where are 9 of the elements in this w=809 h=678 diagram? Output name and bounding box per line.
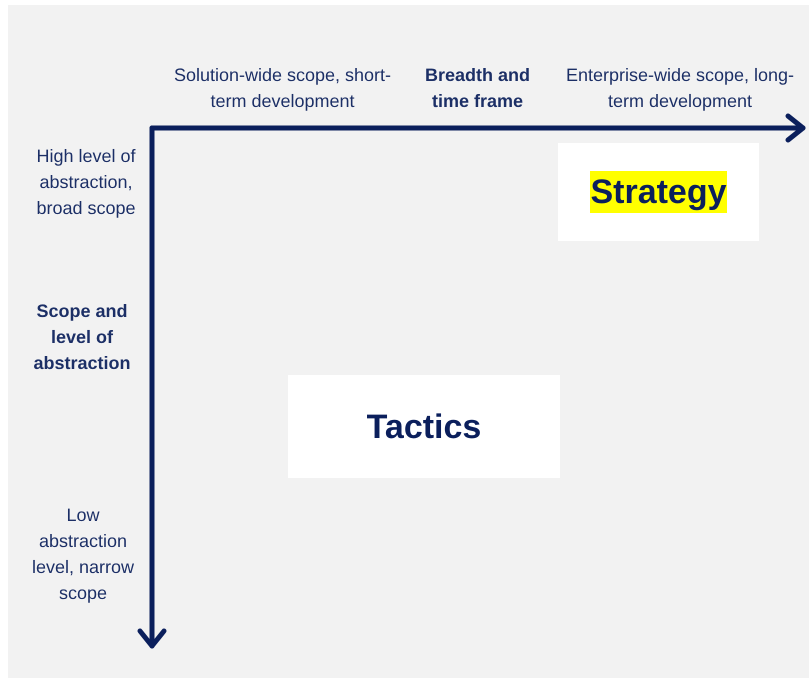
axis-end-label: Low abstraction level, narrow scope bbox=[30, 504, 136, 605]
label-box bbox=[558, 143, 759, 241]
axis-title: Scope and level of abstraction bbox=[32, 300, 132, 375]
highlighted-title: Strategy bbox=[590, 171, 727, 213]
axis-end-label: Enterprise-wide scope, long-term development bbox=[564, 64, 796, 113]
box-title: Tactics bbox=[366, 406, 482, 448]
axis-title: Breadth and time frame bbox=[424, 64, 531, 113]
axis-end-label: High level of abstraction, broad scope bbox=[35, 145, 137, 220]
axis-end-label: Solution-wide scope, short-term development bbox=[172, 64, 392, 113]
